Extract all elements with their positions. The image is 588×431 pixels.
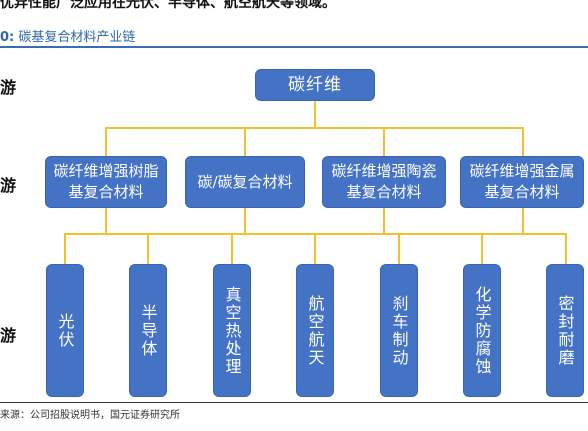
tier-label-upstream: 游 xyxy=(0,78,17,97)
node-app-vacuum-heat-treatment: 真空热处理 xyxy=(213,264,251,397)
source-note: 来源：公司招股说明书，国元证券研究所 xyxy=(0,410,180,421)
figure-title: 0: 碳基复合材料产业链 xyxy=(0,26,135,45)
node-resin-matrix-composite: 碳纤维增强树脂基复合材料 xyxy=(45,156,167,208)
connector-drop-1 xyxy=(105,207,107,234)
figure-title-text: 碳基复合材料产业链 xyxy=(18,30,136,45)
connector-drop-3 xyxy=(383,207,385,234)
tier-label-downstream: 游 xyxy=(0,326,17,345)
node-metal-matrix-composite: 碳纤维增强金属基复合材料 xyxy=(460,156,584,208)
connector-drop-2 xyxy=(244,207,246,234)
connector-middle-3 xyxy=(383,127,385,157)
connector-drop-4 xyxy=(522,207,524,234)
intro-sentence: 优异性能广泛应用在光伏、半导体、航空航天等领域。 xyxy=(0,0,336,11)
connector-app-6 xyxy=(481,233,483,265)
node-app-chemical-anticorrosion: 化学防腐蚀 xyxy=(463,264,501,397)
tier-label-midstream: 游 xyxy=(0,176,17,195)
connector-middle-bus xyxy=(105,127,523,129)
connector-app-2 xyxy=(147,233,149,265)
node-carbon-fiber: 碳纤维 xyxy=(255,69,375,101)
connector-app-7 xyxy=(565,233,567,265)
connector-app-3 xyxy=(231,233,233,265)
connector-app-4 xyxy=(314,233,316,265)
connector-app-5 xyxy=(398,233,400,265)
node-ceramic-matrix-composite: 碳纤维增强陶瓷基复合材料 xyxy=(322,156,446,208)
node-app-semiconductor: 半导体 xyxy=(129,264,167,397)
node-carbon-carbon-composite: 碳/碳复合材料 xyxy=(185,156,305,208)
node-app-seal-wear-resistant: 密封耐磨 xyxy=(546,264,584,397)
connector-middle-1 xyxy=(105,127,107,157)
connector-app-1 xyxy=(64,233,66,265)
node-app-aerospace: 航空航天 xyxy=(296,264,334,397)
figure-number: 0: xyxy=(0,30,15,45)
node-app-braking: 刹车制动 xyxy=(380,264,418,397)
connector-middle-4 xyxy=(522,127,524,157)
connector-middle-2 xyxy=(244,127,246,157)
source-divider xyxy=(0,402,588,403)
title-divider xyxy=(0,46,588,48)
node-app-photovoltaic: 光伏 xyxy=(46,264,84,397)
connector-root-trunk xyxy=(314,100,316,128)
